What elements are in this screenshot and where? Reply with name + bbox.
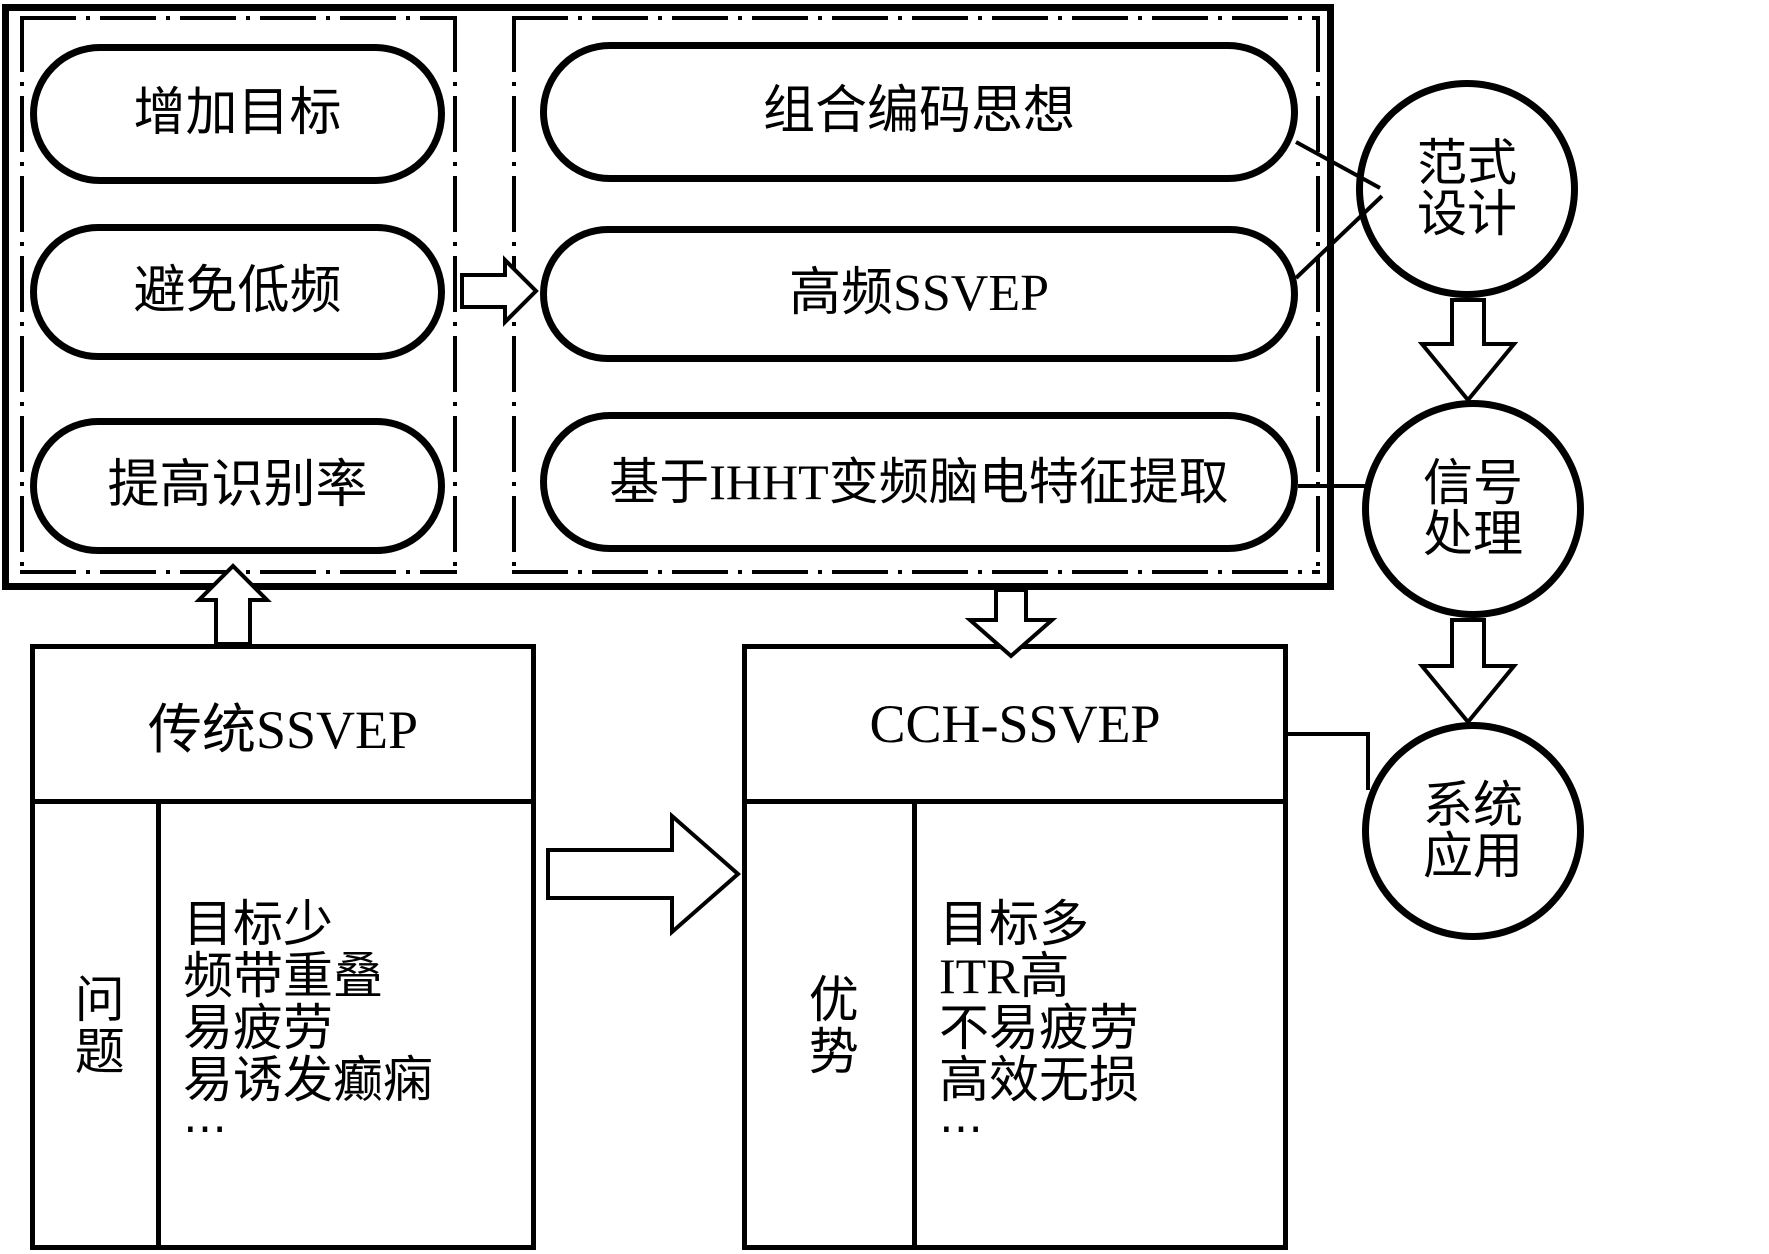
list-item: 不易疲劳: [939, 999, 1139, 1056]
circle-system-application-line2: 应用: [1423, 828, 1523, 884]
list-item: ⋯: [183, 1103, 233, 1153]
traditional-ssvep-title-row: 传统SSVEP: [35, 649, 531, 804]
signal-to-application-arrow: [1417, 618, 1519, 726]
method-pill-ihht-feature-extraction-label: 基于IHHT变频脑电特征提取: [609, 454, 1229, 510]
application-connector-cch: [1288, 732, 1370, 790]
circle-paradigm-design-line1: 范式: [1417, 135, 1517, 191]
traditional-ssvep-items: 目标少 频带重叠 易疲劳 易诱发癫痫 ⋯: [161, 804, 531, 1245]
method-pill-ihht-feature-extraction[interactable]: 基于IHHT变频脑电特征提取: [540, 412, 1298, 552]
goal-pill-increase-targets-label: 增加目标: [133, 85, 342, 142]
list-item: 高效无损: [939, 1051, 1139, 1108]
goal-pill-improve-accuracy[interactable]: 提高识别率: [30, 418, 445, 554]
goal-pill-avoid-lowfreq[interactable]: 避免低频: [30, 224, 445, 360]
circle-paradigm-design-line2: 设计: [1417, 186, 1517, 242]
list-item: ⋯: [939, 1103, 989, 1153]
paradigm-to-signal-arrow: [1417, 298, 1519, 404]
method-pill-high-frequency-ssvep-label: 高频SSVEP: [788, 265, 1050, 322]
cch-ssvep-label: 优势: [747, 804, 917, 1245]
traditional-ssvep-label: 问题: [35, 804, 161, 1245]
cch-ssvep-card[interactable]: CCH-SSVEP 优势 目标多 ITR高 不易疲劳 高效无损 ⋯: [742, 644, 1288, 1250]
cch-ssvep-items: 目标多 ITR高 不易疲劳 高效无损 ⋯: [917, 804, 1283, 1245]
method-pill-combined-coding-label: 组合编码思想: [762, 83, 1075, 140]
cch-ssvep-label-text: 优势: [801, 972, 858, 1077]
list-item: 易诱发癫痫: [183, 1051, 433, 1108]
list-item: 目标多: [939, 895, 1089, 952]
circle-system-application-line1: 系统: [1423, 777, 1523, 833]
circle-signal-processing[interactable]: 信号 处理: [1362, 400, 1584, 618]
traditional-ssvep-body: 问题 目标少 频带重叠 易疲劳 易诱发癫痫 ⋯: [35, 804, 531, 1245]
method-pill-combined-coding[interactable]: 组合编码思想: [540, 42, 1298, 182]
circle-signal-processing-line2: 处理: [1423, 506, 1523, 562]
list-item: ITR高: [939, 947, 1070, 1004]
circle-paradigm-design[interactable]: 范式 设计: [1356, 80, 1578, 298]
method-pill-high-frequency-ssvep[interactable]: 高频SSVEP: [540, 226, 1298, 362]
traditional-ssvep-label-text: 问题: [67, 972, 124, 1077]
list-item: 频带重叠: [183, 947, 383, 1004]
cch-ssvep-body: 优势 目标多 ITR高 不易疲劳 高效无损 ⋯: [747, 804, 1283, 1245]
circle-system-application[interactable]: 系统 应用: [1362, 722, 1584, 940]
traditional-ssvep-title: 传统SSVEP: [147, 699, 419, 760]
circle-signal-processing-line1: 信号: [1423, 455, 1523, 511]
goal-pill-improve-accuracy-label: 提高识别率: [107, 457, 368, 514]
list-item: 目标少: [183, 895, 333, 952]
goal-pill-avoid-lowfreq-label: 避免低频: [133, 263, 342, 320]
traditional-ssvep-card[interactable]: 传统SSVEP 问题 目标少 频带重叠 易疲劳 易诱发癫痫 ⋯: [30, 644, 536, 1250]
cch-ssvep-title-row: CCH-SSVEP: [747, 649, 1283, 804]
cch-ssvep-title: CCH-SSVEP: [869, 694, 1161, 754]
list-item: 易疲劳: [183, 999, 333, 1056]
traditional-to-proposed-arrow: [546, 811, 742, 937]
goal-pill-increase-targets[interactable]: 增加目标: [30, 44, 445, 184]
